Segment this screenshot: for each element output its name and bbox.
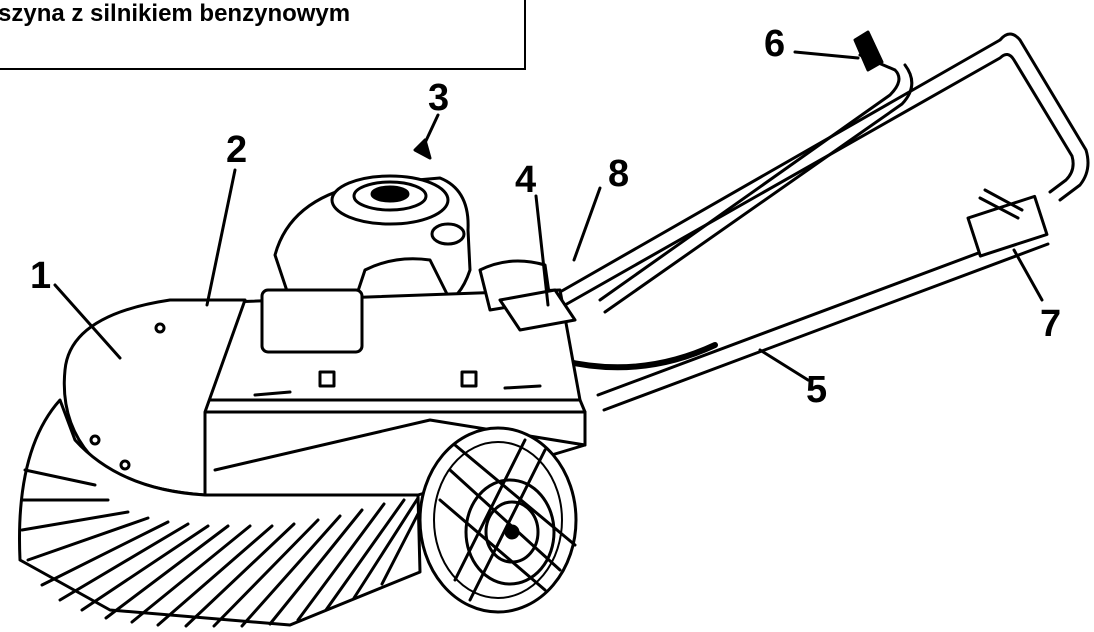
- title-box: szyna z silnikiem benzynowym: [0, 0, 526, 70]
- callout-5: 5: [806, 369, 827, 411]
- callout-3: 3: [428, 77, 449, 119]
- rear-gear-guard: [478, 259, 577, 332]
- callout-2: 2: [226, 129, 247, 171]
- callout-6: 6: [764, 23, 785, 65]
- brush-bristles: [18, 322, 422, 628]
- callout-8: 8: [608, 153, 629, 195]
- callout-7: 7: [1040, 303, 1061, 345]
- chassis-deck: [198, 288, 587, 414]
- callout-4: 4: [515, 159, 536, 201]
- leader-lines: [53, 50, 1044, 382]
- wheel: [418, 426, 578, 614]
- callout-1: 1: [30, 255, 51, 297]
- throttle-grip: [853, 30, 884, 72]
- diagram-title: szyna z silnikiem benzynowym: [0, 0, 351, 27]
- lower-lever-rod: [596, 188, 1050, 412]
- handle-frame: [558, 32, 1090, 314]
